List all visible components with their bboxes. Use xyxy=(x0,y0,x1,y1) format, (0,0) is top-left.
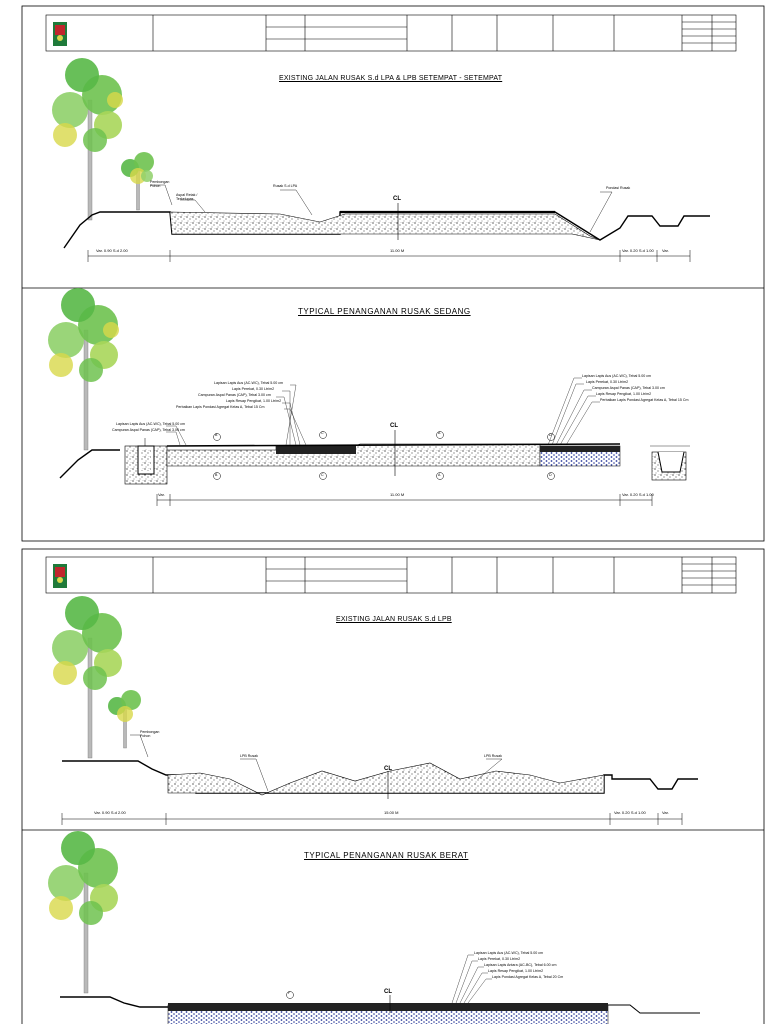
asphalt-surface xyxy=(166,443,621,447)
callout-label: Lapisan Lapis Aus (AC-WC), Tebal 5.00 cm xyxy=(214,381,284,385)
centerline-label: CL xyxy=(393,196,401,202)
dimension-label: Var. xyxy=(662,248,669,253)
sheet-border xyxy=(21,548,765,1024)
section-markers xyxy=(213,431,555,480)
asphalt-surface xyxy=(168,1003,608,1011)
callout-label: Pembongan Pohon xyxy=(150,180,170,188)
dimension-line xyxy=(156,494,653,506)
callout-label: Lapis Perekat, 0.30 Ltr/m2 xyxy=(232,387,275,391)
section-marker xyxy=(286,991,294,999)
callout-label: LPB Rusak xyxy=(240,754,258,758)
dimension-label: Var. 0.90 S.d 2.00 xyxy=(96,248,128,253)
callout-label: Aspal Retak / Terkelupas xyxy=(176,193,198,201)
dimension-line xyxy=(61,813,683,825)
title-block xyxy=(45,556,737,594)
ground-line-left xyxy=(59,449,120,479)
callout-label: Rusak S.d LPA xyxy=(273,184,298,188)
callout-label: Lapisan Lapis Aus (AC-WC), Tebal 5.00 cm xyxy=(116,422,186,426)
drain-left xyxy=(124,438,168,485)
centerline-label: CL xyxy=(390,423,398,429)
dimension-label: 11.00 M xyxy=(390,248,405,253)
callout-label: Campuran Aspal Panas (CAP), Tebal 3.00 c… xyxy=(592,386,665,390)
section-marker-label: C xyxy=(321,473,324,477)
section-marker-label: F xyxy=(288,991,291,995)
dimension-label: 11.00 M xyxy=(390,492,405,497)
dimension-label: Var. 0.20 S.d 1.00 xyxy=(622,248,654,253)
tree-icon xyxy=(51,595,123,759)
callout-label: Pembongan Pohon xyxy=(140,730,160,738)
callout-label: Lapisan Lapis Antara (AC-BC), Tebal 6.00… xyxy=(484,963,557,967)
section-marker-label: D xyxy=(549,433,552,437)
callout-label: Lapis Perekat, 0.30 Ltr/m2 xyxy=(478,957,521,961)
sheet-1-linework xyxy=(21,5,765,542)
drawing-sheet-2: EXISTING JALAN RUSAK S.d LPB CL Pembonga… xyxy=(0,543,768,1024)
callout-label: Lapisan Lapis Aus (AC-WC), Tebal 5.00 cm xyxy=(582,374,652,378)
dimension-label: Var. 0.90 S.d 2.00 xyxy=(94,810,126,815)
tree-icon xyxy=(47,287,120,451)
callout-label: Pondasi Rusak xyxy=(606,186,631,190)
callout-label: Perbaikan Lapis Pondasi Agregat Kelas A,… xyxy=(176,405,265,409)
dimension-label: Var. xyxy=(662,810,669,815)
callout-label: LPB Rusak xyxy=(484,754,502,758)
callout-label: Lapis Perekat, 0.30 Ltr/m2 xyxy=(586,380,629,384)
dimension-label: 15.00 M xyxy=(384,810,399,815)
logo-icon xyxy=(53,22,67,46)
section-marker-label: B xyxy=(215,433,218,437)
logo-icon xyxy=(53,564,67,588)
section-marker-label: B xyxy=(215,473,218,477)
ground-line-right xyxy=(608,1004,700,1014)
callout-label: Lapis Resap Pengikat, 1.00 Ltr/m2 xyxy=(226,399,282,403)
tree-icon xyxy=(107,689,142,749)
sheet-border xyxy=(21,5,765,542)
section-marker-label: A xyxy=(438,431,441,435)
callout-label: Perbaikan Lapis Pondasi Agregat Kelas A,… xyxy=(600,398,689,402)
callout-label: Campuran Aspal Panas (CAP), Tebal 3.00 c… xyxy=(112,428,185,432)
section-title: TYPICAL PENANGANAN RUSAK BERAT xyxy=(304,851,469,860)
centerline-label: CL xyxy=(384,766,392,772)
callout-label: Lapis Resap Pengikat, 1.00 Ltr/m2 xyxy=(488,969,544,973)
callout-label: Lapis Pondasi Agregat Kelas A, Tebal 20 … xyxy=(492,975,564,979)
section-title: TYPICAL PENANGANAN RUSAK SEDANG xyxy=(298,307,471,316)
drawing-sheet-1: EXISTING JALAN RUSAK S.d LPA & LPB SETEM… xyxy=(21,5,765,542)
tree-icon xyxy=(51,57,124,221)
section-title: EXISTING JALAN RUSAK S.d LPB xyxy=(336,616,452,623)
dimension-label: Var. 0.20 S.d 1.00 xyxy=(622,492,654,497)
dimension-line xyxy=(87,250,691,262)
section-title: EXISTING JALAN RUSAK S.d LPA & LPB SETEM… xyxy=(279,75,503,82)
section-marker-label: D xyxy=(549,473,552,477)
section-marker-label: A xyxy=(438,473,441,477)
sheet-2-linework xyxy=(21,548,765,1024)
pavement-layer xyxy=(167,762,605,796)
title-block xyxy=(45,14,737,52)
section-marker-label: C xyxy=(321,431,324,435)
callout-label: Campuran Aspal Panas (CAP), Tebal 3.00 c… xyxy=(198,393,271,397)
callout-label: Lapis Resap Pengikat, 1.00 Ltr/m2 xyxy=(596,392,652,396)
asphalt-patch xyxy=(276,446,356,454)
pavement-layer xyxy=(169,211,601,241)
drain-right xyxy=(650,445,690,481)
dimension-label: Var. 0.20 S.d 1.00 xyxy=(614,810,646,815)
callout-label: Lapisan Lapis Aus (AC-WC), Tebal 5.00 cm xyxy=(474,951,544,955)
ground-line-left xyxy=(60,996,168,1008)
tree-icon xyxy=(47,830,119,994)
dimension-label: Var. xyxy=(158,492,165,497)
centerline-label: CL xyxy=(384,989,392,995)
